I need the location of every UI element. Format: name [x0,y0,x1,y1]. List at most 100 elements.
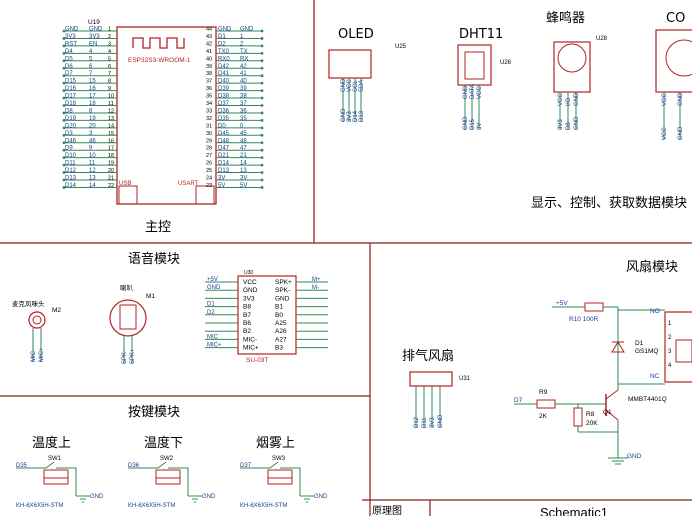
mcu-left-pin: 17 [89,94,96,100]
mcu-left-pin: 3 [89,131,93,137]
mcu-left-pin: 5 [89,56,93,62]
mcu-left-pin-number: 10 [108,94,114,100]
mcu-right-net: D40 [218,79,230,85]
dht-window [464,51,485,80]
mic-inner [32,315,42,325]
co-label: CO [666,11,685,26]
mcu-right-pin: 38 [240,94,247,100]
voice-left-net: MIC [207,334,219,340]
mcu-right-net: D14 [218,161,230,167]
mcu-left-pin-number: 4 [108,49,111,55]
mcu-right-node [260,156,264,160]
mcu-right-pin: 47 [240,146,247,152]
fan-input-net: D7 [514,397,523,404]
mcu-left-net: D8 [65,108,73,114]
oled-pin: SDA [359,80,365,92]
voice-right-pin: A25 [275,320,287,327]
dht-body [457,44,492,86]
buzzer-net: GND [574,116,580,130]
mcu-right-pin: 21 [240,153,247,159]
mcu-left-pin: 12 [89,168,96,174]
mcu-left-pin: 19 [89,116,96,122]
usart-label: USART [178,181,199,187]
mcu-right-node [260,186,264,189]
mcu-right-net: 5V [218,183,225,189]
oled-net: 3V3 [347,111,353,122]
mcu-left-node [62,163,66,167]
sensor-block: OLEDU25GNDGNDVCC3V3SCLD14SDAD13DHT11U26G… [328,10,692,211]
r10-label: R10 100R [569,316,599,323]
co-pin: VCC [662,93,668,106]
mcu-right-node [260,111,264,115]
mcu-left-pin: 10 [89,153,96,159]
exhaust-net: 3V3 [430,417,436,428]
mcu-right-node [260,89,264,92]
co-sensor-disc [665,39,692,77]
dht-net: 3V [477,123,483,130]
mcu-right-net: D39 [218,86,230,92]
relay-pin: 2 [668,335,672,341]
exhaust-title: 排气风扇 [402,348,454,364]
dht-net: GND [463,116,469,130]
mcu-right-node [260,74,264,78]
voice-left-pin: 3V3 [243,295,255,302]
mcu-left-pin: 18 [89,101,96,107]
relay-pin: 4 [668,363,672,369]
mcu-left-pin-number: 9 [108,86,111,92]
dht-label: DHT11 [459,27,503,42]
mcu-right-pin: 45 [240,131,247,137]
mcu-right-pin: 2 [240,41,244,47]
buzzer-ref: U28 [596,36,608,42]
mcu-left-net: D46 [65,138,77,144]
mcu-left-pin-number: 14 [108,123,114,129]
voice-left-pin: B7 [243,312,251,319]
mcu-right-pin: 39 [240,86,247,92]
button-switch-contacts [269,461,301,496]
mcu-right-pin-number: 40 [206,56,212,62]
mcu-right-node [260,141,264,145]
mcu-left-node [62,111,66,115]
buzzer-body [553,41,591,93]
r8-ref: R8 [586,411,595,418]
mcu-left-pin-number: 12 [108,108,114,114]
mcu-left-node [62,96,66,100]
usb-label: USB [119,181,131,187]
speaker-pin: SPK- [122,350,128,364]
mcu-left-pin-number: 18 [108,153,114,159]
buzzer-net: 3V3 [558,119,564,130]
mcu-left-pin: 20 [89,123,96,129]
mcu-right-node [260,178,264,182]
button-body [267,469,293,485]
voice-block: 语音模块麦克风咪头M2MIC-MIC+喇叭M1SPK-SPK+U30SU-03T… [12,251,328,364]
voice-right-pin: A27 [275,336,287,343]
button-net: D37 [240,463,252,469]
oled-net: GND [341,108,347,122]
button-ref: SW1 [48,456,62,462]
button-label: 温度下 [144,435,183,451]
relay-pin: 1 [668,321,672,327]
button-switch-contacts [157,461,189,496]
exhaust-ref: U31 [459,376,471,382]
voice-left-net: +5V [207,277,218,283]
button-ground-symbol [300,495,314,503]
mcu-left-pin: 11 [89,161,96,167]
button-ground-symbol [76,495,90,503]
mcu-right-net: D0 [218,123,226,129]
title-block: 原理图 Schematic1 [372,505,608,516]
mic-label: 麦克风咪头 [12,299,45,308]
mcu-left-net: D10 [65,153,77,159]
mcu-right-node [260,119,264,122]
relay-body [664,311,692,383]
speaker-pin: SPK+ [130,348,136,364]
mcu-right-net: RX0 [218,56,230,62]
mcu-right-pin-number: 33 [206,108,212,114]
voice-chip-ref: U30 [244,270,253,276]
mcu-left-net: GND [65,27,79,33]
voice-right-pin: B0 [275,312,283,319]
r9-value: 2K [539,413,548,420]
oled-pin: SCL [353,80,359,92]
mcu-left-pin: 46 [89,138,96,144]
mcu-right-net: D38 [218,94,230,100]
dht-pin: GND [463,85,469,99]
mcu-right-net: TX0 [218,49,230,55]
